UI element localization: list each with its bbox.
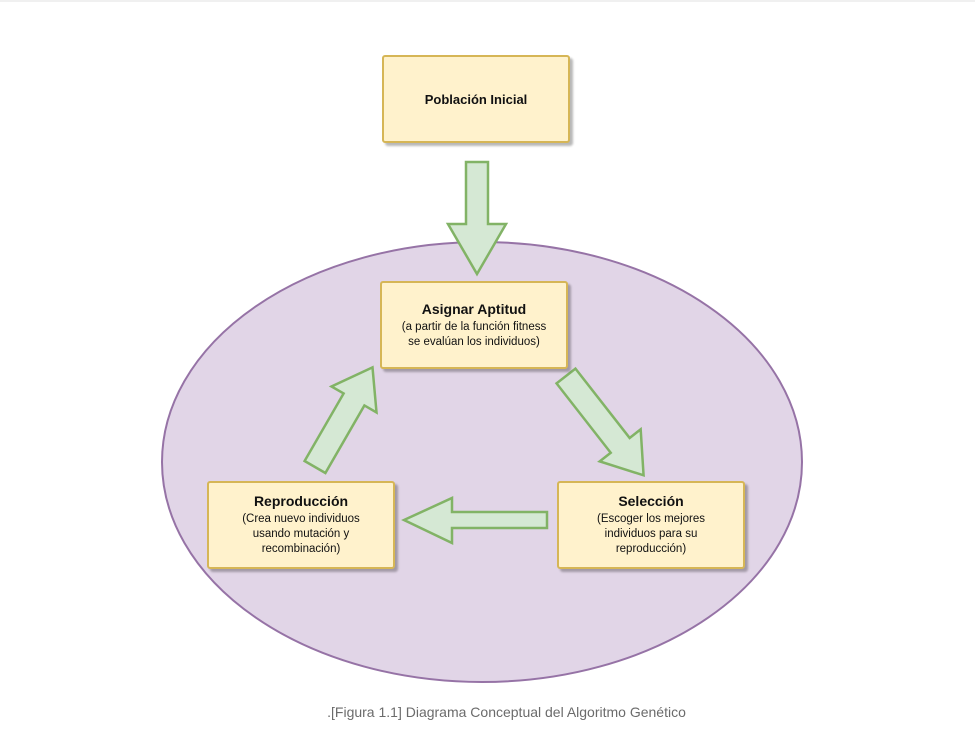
figure-caption: .[Figura 1.1] Diagrama Conceptual del Al…: [327, 704, 686, 720]
node-description: (a partir de la función fitness se evalú…: [402, 320, 546, 350]
node-desc-line: se evalúan los individuos): [408, 335, 540, 348]
node-desc-line: reproducción): [615, 543, 687, 555]
arrow-seleccion-to-reproduccion: [401, 496, 549, 545]
arrow-poblacion-to-aptitud: [445, 160, 509, 277]
node-desc-line: recombinación): [261, 543, 341, 555]
node-desc-line: usando mutación y: [252, 528, 350, 540]
node-description: (Escoger los mejores individuos para su …: [597, 512, 705, 557]
node-desc-line: individuos para su: [604, 528, 698, 540]
node-seleccion: Selección (Escoger los mejores individuo…: [557, 481, 745, 569]
node-title: Población Inicial: [424, 91, 528, 107]
arrow-aptitud-to-seleccion: [554, 366, 645, 478]
node-desc-line: (a partir de la función fitness: [401, 320, 547, 333]
node-poblacion-inicial: Población Inicial: [382, 55, 570, 143]
node-description: (Crea nuevo individuos usando mutación y…: [242, 512, 360, 557]
node-asignar-aptitud: Asignar Aptitud (a partir de la función …: [380, 281, 568, 369]
node-title: Selección: [618, 493, 684, 509]
node-title: Asignar Aptitud: [421, 300, 527, 317]
arrow-reproduccion-to-aptitud: [302, 365, 378, 475]
node-title: Reproducción: [253, 493, 349, 509]
top-rule: [0, 0, 975, 2]
node-reproduccion: Reproducción (Crea nuevo individuos usan…: [207, 481, 395, 569]
node-desc-line: (Crea nuevo individuos: [242, 513, 360, 525]
node-desc-line: (Escoger los mejores: [596, 513, 705, 525]
